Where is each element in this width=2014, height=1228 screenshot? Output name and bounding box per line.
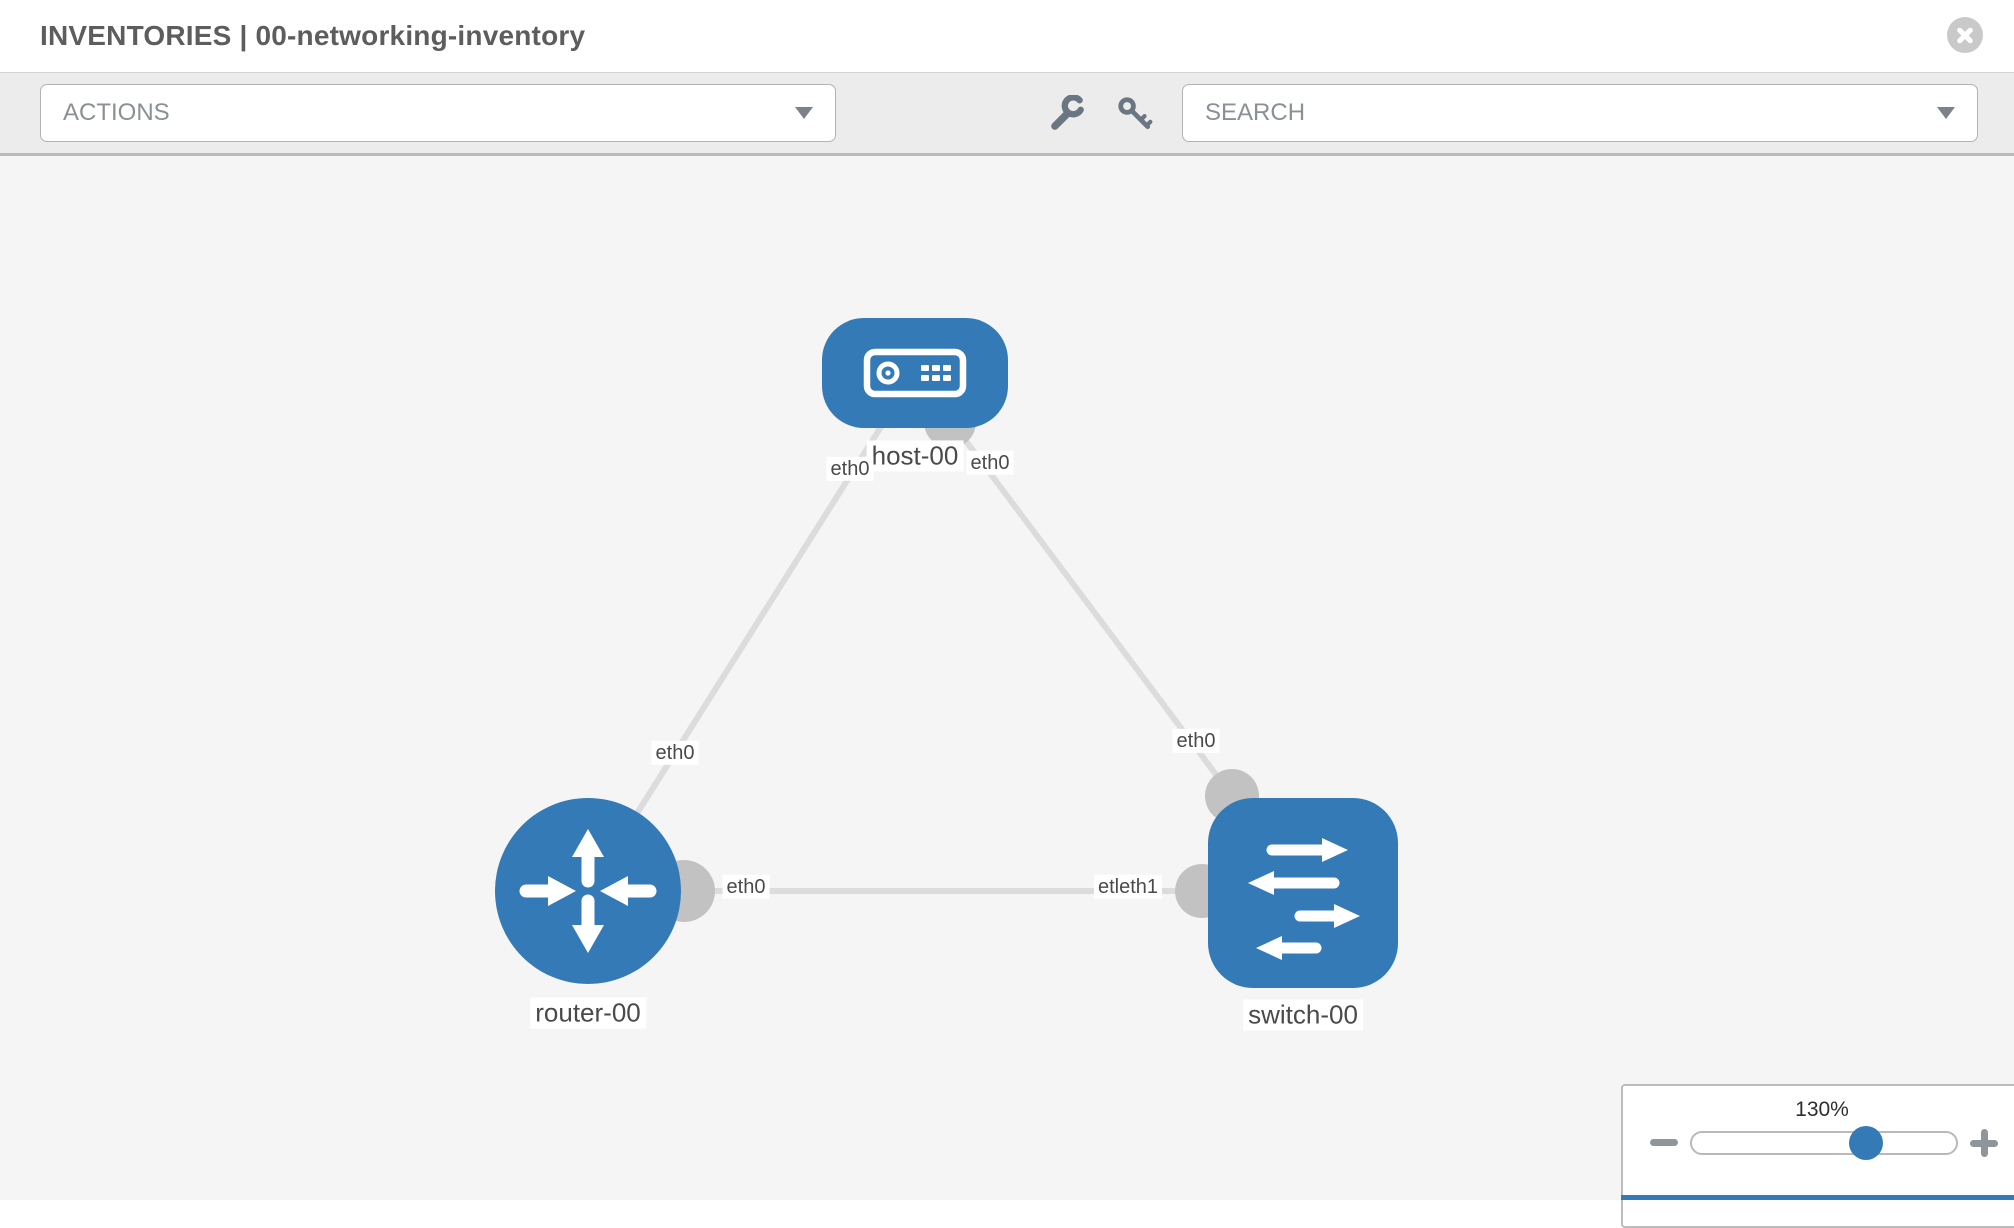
node-label-switch[interactable]: switch-00: [1243, 999, 1363, 1031]
node-label-router[interactable]: router-00: [530, 997, 646, 1029]
actions-dropdown-label: ACTIONS: [63, 99, 170, 126]
zoom-slider-handle[interactable]: [1849, 1126, 1883, 1160]
node-host-00[interactable]: [822, 318, 1008, 428]
close-icon[interactable]: [1947, 17, 1983, 53]
interface-label: eth0: [722, 874, 770, 900]
server-icon: [863, 348, 967, 398]
zoom-slider-track[interactable]: [1690, 1131, 1958, 1155]
zoom-control: 130%: [1621, 1084, 2014, 1228]
key-icon[interactable]: [1116, 95, 1154, 133]
topology-canvas[interactable]: host-00 router-00 switch-00 eth0 eth0 et…: [0, 156, 2014, 1228]
zoom-in-icon[interactable]: [1970, 1129, 1998, 1157]
interface-label: etleth1: [1093, 874, 1163, 900]
interface-label: eth0: [1172, 728, 1220, 754]
caret-down-icon: [1937, 107, 1955, 119]
search-dropdown[interactable]: SEARCH: [1182, 84, 1978, 142]
zoom-out-icon[interactable]: [1650, 1139, 1678, 1146]
node-router-00[interactable]: [495, 798, 681, 984]
router-icon: [519, 829, 657, 953]
key-panel-edge: [1621, 1195, 2014, 1200]
caret-down-icon: [795, 107, 813, 119]
page-title: INVENTORIES | 00-networking-inventory: [40, 20, 586, 51]
interface-label: eth0: [651, 740, 699, 766]
node-label-host[interactable]: host-00: [866, 440, 964, 472]
interface-label: eth0: [966, 450, 1014, 476]
node-switch-00[interactable]: [1208, 798, 1398, 988]
modal-header: INVENTORIES | 00-networking-inventory: [0, 0, 2014, 73]
link-host-switch[interactable]: [912, 371, 1235, 798]
actions-dropdown[interactable]: ACTIONS: [40, 84, 836, 142]
toolbar: ACTIONS SEARCH: [0, 73, 2014, 156]
switch-icon: [1248, 838, 1360, 960]
interface-label: eth0: [826, 456, 874, 482]
search-dropdown-label: SEARCH: [1205, 99, 1306, 126]
wrench-icon[interactable]: [1048, 94, 1086, 133]
zoom-level: 130%: [1795, 1098, 1849, 1121]
